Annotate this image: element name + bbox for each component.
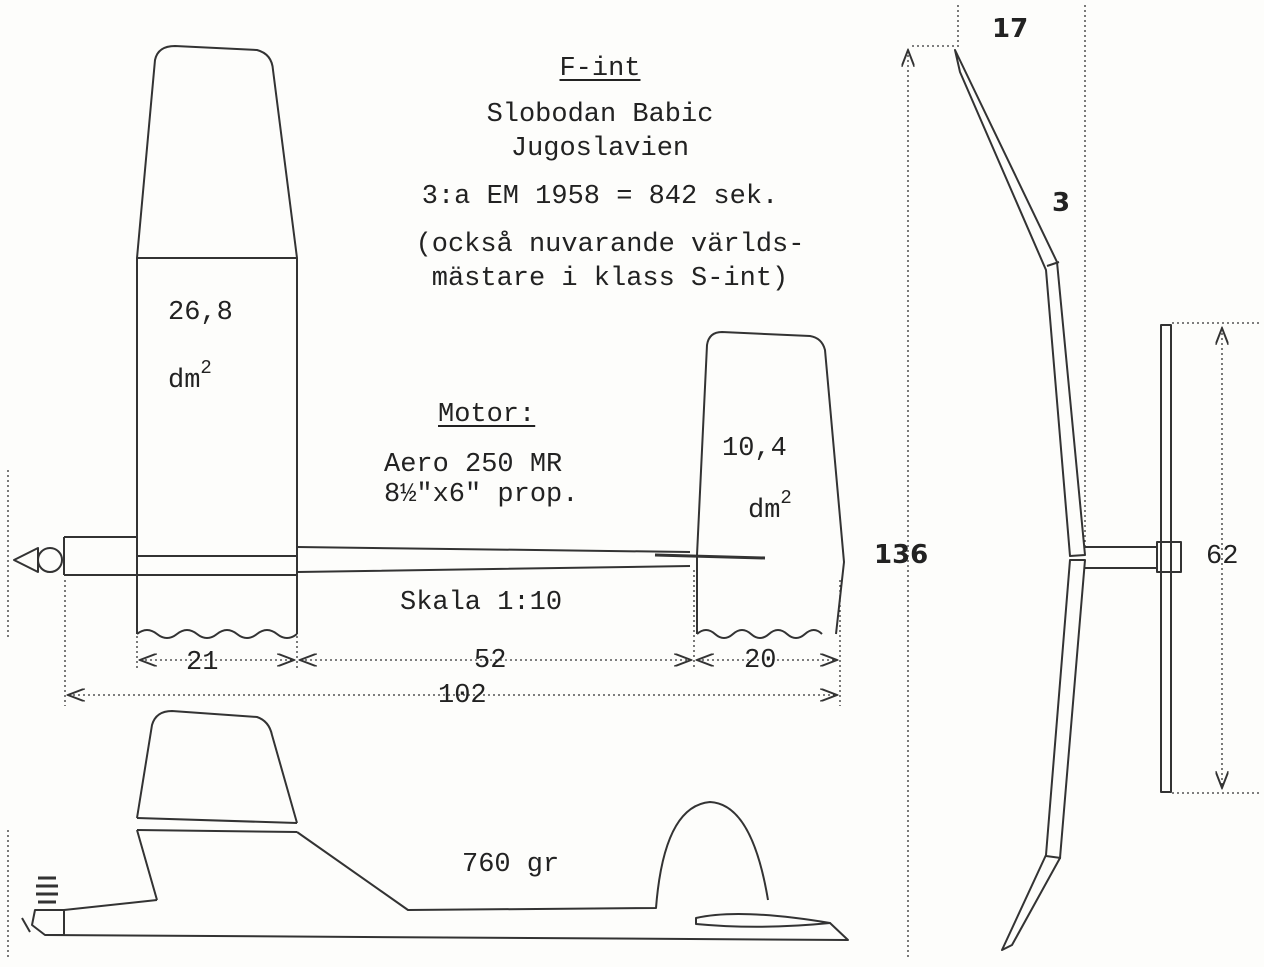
wing-area-unit: dm2 [168, 357, 212, 396]
stab-area-unit: dm2 [748, 487, 792, 526]
propeller [13, 547, 39, 573]
note-line-1: (också nuvarande världs- [415, 230, 805, 260]
engine-side [31, 909, 65, 936]
motor-heading: Motor: [438, 400, 536, 430]
side-stabilizer [695, 913, 831, 928]
result-text: 3:a EM 1958 = 842 sek. [421, 182, 779, 212]
dim-52: 52 [474, 646, 507, 676]
note-line-2: mästare i klass S-int) [431, 264, 789, 294]
stab-span-62: 62 [1206, 542, 1239, 572]
front-wing-upper [954, 49, 1086, 557]
dihedral-tip-17: 17 [992, 14, 1029, 44]
wing-break-line [136, 629, 298, 639]
fuselage-top [296, 801, 769, 911]
weight-label: 760 gr [462, 850, 560, 880]
front-view [908, 5, 1262, 960]
stabilizer-outline [696, 331, 845, 635]
scale-label: Skala 1:10 [400, 588, 563, 618]
dihedral-center-3: 3 [1052, 188, 1071, 218]
stab-break-line [696, 629, 823, 639]
side-view [21, 710, 849, 941]
front-wing-lower [1001, 559, 1086, 951]
span-136: 136 [874, 540, 929, 570]
motor-name: Aero 250 MR [384, 450, 563, 480]
designer-country: Jugoslavien [510, 134, 690, 164]
dim-21: 21 [186, 648, 219, 678]
fuselage-bottom [44, 922, 849, 941]
tail-boom [296, 546, 691, 573]
wing-area-value: 26,8 [168, 298, 233, 328]
front-fin-hub [1156, 541, 1182, 573]
front-fuselage [1085, 546, 1157, 569]
designer-name: Slobodan Babic [486, 100, 714, 130]
spinner [37, 547, 63, 573]
engine-cylinder [36, 876, 58, 904]
pylon-front [136, 829, 158, 901]
top-view [7, 45, 845, 960]
fin-outline [136, 710, 298, 824]
class-title: F-int [559, 54, 641, 84]
dim-102: 102 [438, 681, 487, 711]
wing-outline [136, 45, 298, 634]
stab-area-value: 10,4 [722, 434, 787, 464]
boom-stroke [654, 553, 766, 560]
nose-cowl [63, 536, 137, 576]
propeller-spec: 8½"x6" prop. [384, 480, 579, 510]
nose-top [63, 899, 158, 911]
front-stabilizer [1160, 324, 1172, 793]
dim-20: 20 [744, 646, 777, 676]
